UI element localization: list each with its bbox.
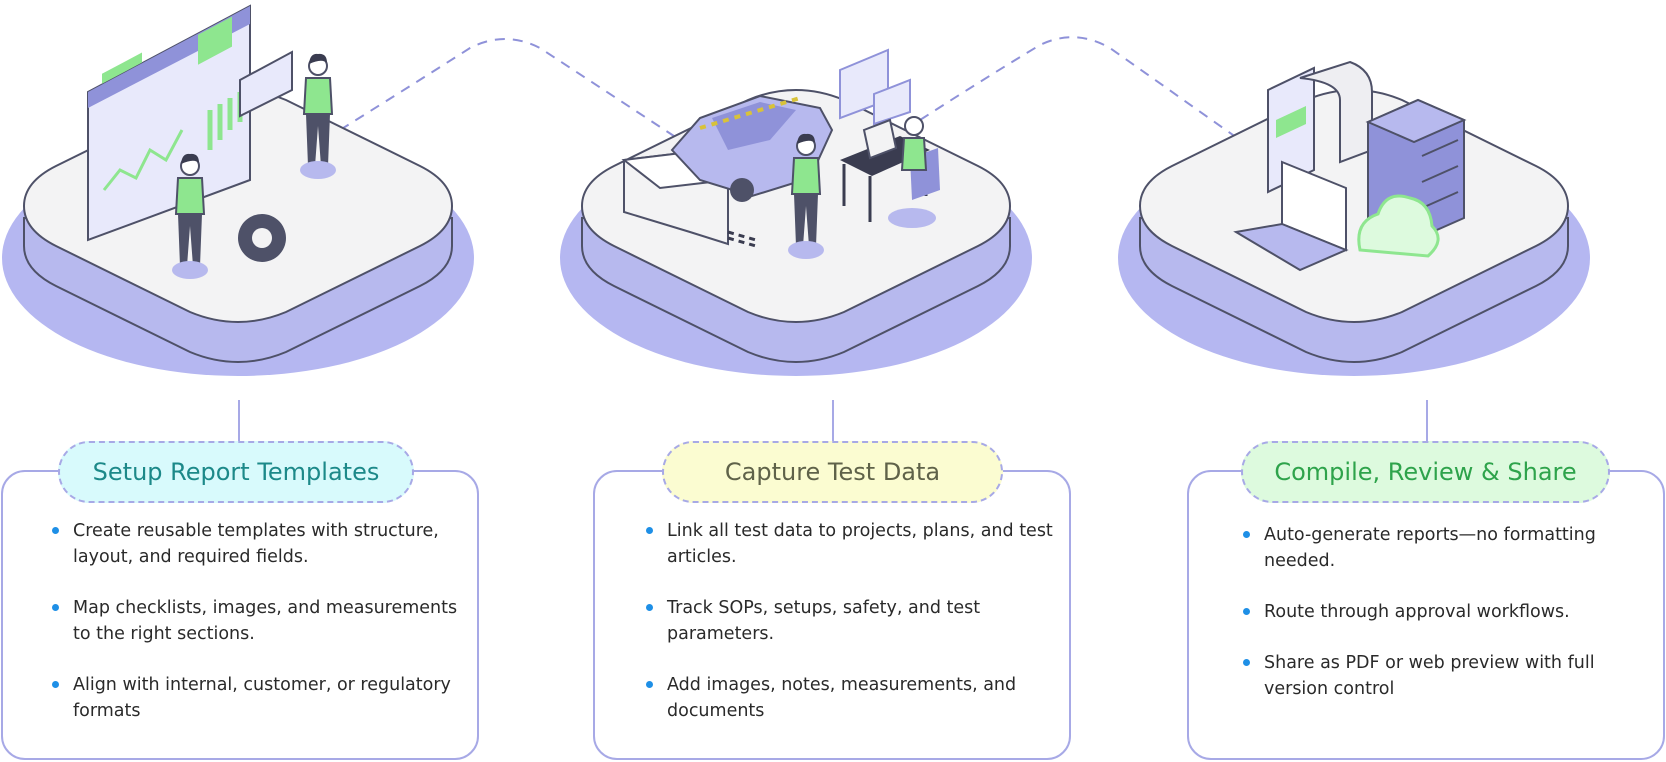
bullet-text: Track SOPs, setups, safety, and test par… [667, 598, 981, 644]
bullet-item: Auto-generate reports—no formatting need… [1243, 522, 1653, 574]
bullet-item: Add images, notes, measurements, and doc… [646, 672, 1056, 724]
cloud-icon [1357, 194, 1440, 258]
gear-icon [238, 214, 286, 262]
connector-stem-1 [238, 400, 240, 442]
connector-stem-3 [1426, 400, 1428, 442]
step-card-compile-review-share [1187, 470, 1665, 760]
step-2-bullet-list: Link all test data to projects, plans, a… [646, 518, 1056, 749]
person-figure [900, 116, 928, 171]
step-title-pill: Setup Report Templates [58, 441, 414, 503]
bullet-dot-icon [52, 527, 59, 534]
bullet-item: Track SOPs, setups, safety, and test par… [646, 595, 1056, 647]
bullet-dot-icon [1243, 531, 1250, 538]
stage-1-illustration [1, 4, 475, 377]
step-title-pill: Capture Test Data [662, 441, 1003, 503]
bullet-dot-icon [52, 604, 59, 611]
stage-3-illustration [1117, 60, 1591, 377]
connector-stem-2 [832, 400, 834, 442]
bullet-item: Route through approval workflows. [1243, 599, 1653, 625]
bullet-item: Create reusable templates with structure… [52, 518, 462, 570]
step-card-setup-report-templates [1, 470, 479, 760]
bullet-text: Link all test data to projects, plans, a… [667, 521, 1053, 567]
bullet-dot-icon [646, 604, 653, 611]
bullet-text: Add images, notes, measurements, and doc… [667, 675, 1017, 721]
bullet-text: Map checklists, images, and measurements… [73, 598, 458, 644]
bullet-dot-icon [646, 681, 653, 688]
connector-dashed-2 [919, 36, 1241, 141]
bullet-item: Link all test data to projects, plans, a… [646, 518, 1056, 570]
document-stack-graphic [1267, 60, 1373, 194]
step-3-bullet-list: Auto-generate reports—no formatting need… [1243, 522, 1653, 727]
bullet-item: Align with internal, customer, or regula… [52, 672, 462, 724]
dashboard-board-graphic [87, 4, 293, 242]
step-title-pill: Compile, Review & Share [1241, 441, 1610, 503]
bullet-dot-icon [1243, 659, 1250, 666]
bullet-text: Auto-generate reports—no formatting need… [1264, 525, 1596, 571]
bullet-dot-icon [1243, 608, 1250, 615]
bullet-text: Create reusable templates with structure… [73, 521, 439, 567]
step-1-bullet-list: Create reusable templates with structure… [52, 518, 462, 749]
bullet-dot-icon [52, 681, 59, 688]
bullet-item: Map checklists, images, and measurements… [52, 595, 462, 647]
monitor-screens-graphic [839, 48, 911, 126]
bullet-text: Share as PDF or web preview with full ve… [1264, 653, 1595, 699]
bullet-item: Share as PDF or web preview with full ve… [1243, 650, 1653, 702]
laptop-icon [1233, 160, 1349, 272]
bullet-dot-icon [646, 527, 653, 534]
connector-dashed-1 [339, 38, 681, 141]
bullet-text: Align with internal, customer, or regula… [73, 675, 451, 721]
bullet-text: Route through approval workflows. [1264, 602, 1570, 622]
step-card-capture-test-data [593, 470, 1071, 760]
stage-2-illustration [559, 48, 1033, 377]
car-icon [670, 94, 834, 202]
